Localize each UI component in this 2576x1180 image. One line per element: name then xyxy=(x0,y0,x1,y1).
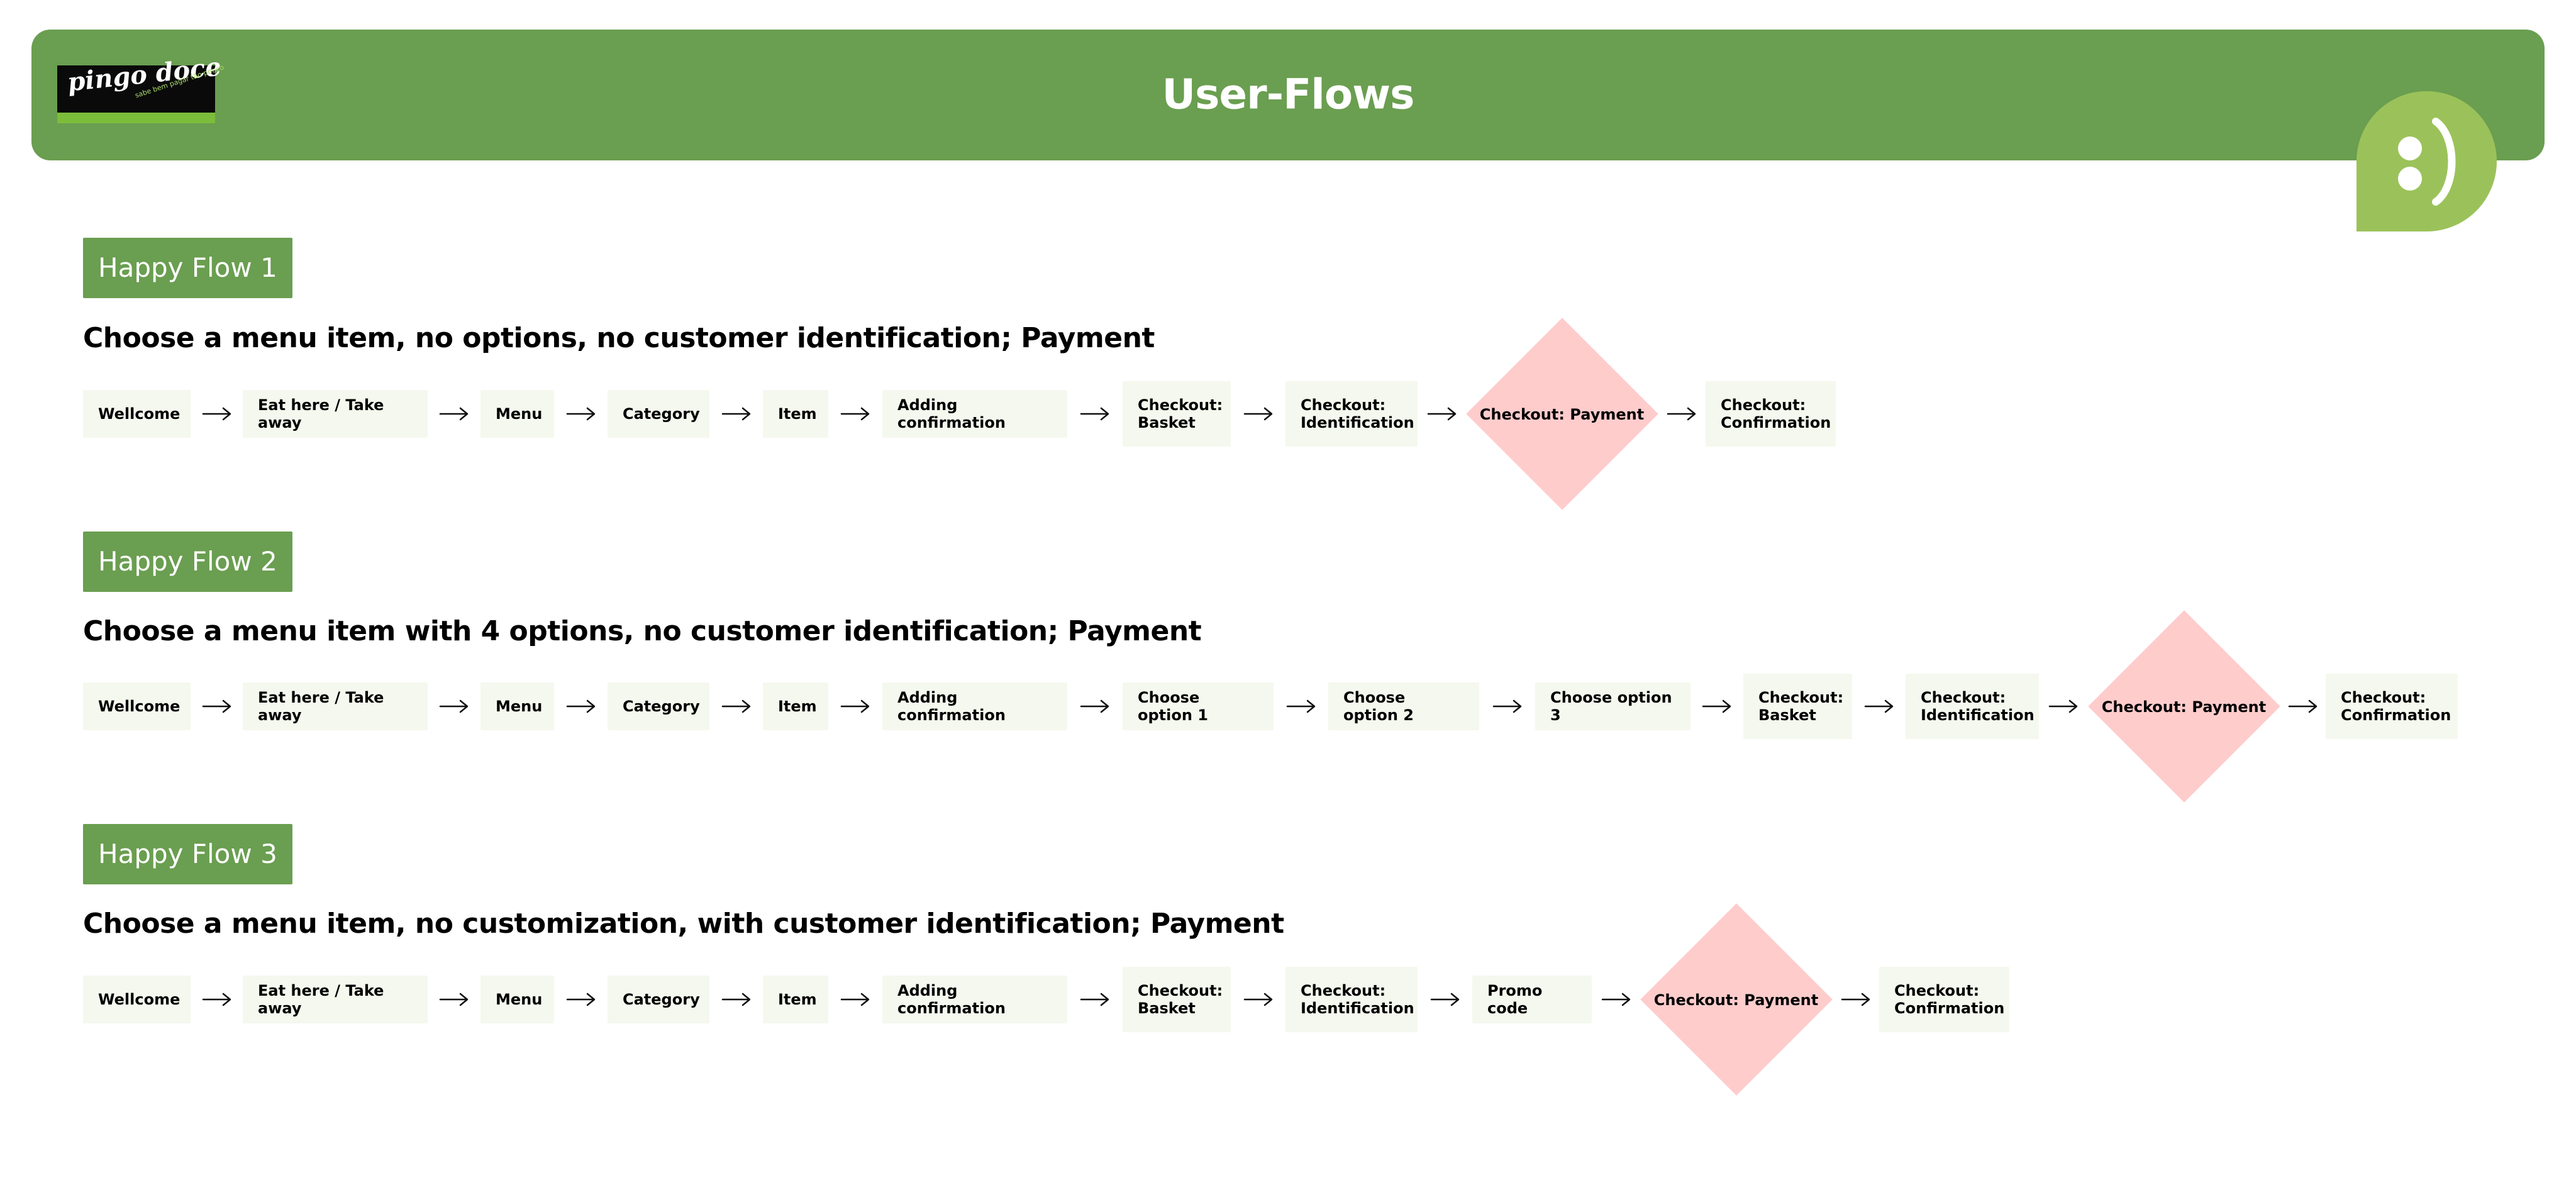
flow-step-node: Category xyxy=(608,682,709,730)
flow-arrow-icon xyxy=(840,993,870,1006)
flow-step-node: Checkout: Confirmation xyxy=(2326,674,2458,739)
logo-stripe xyxy=(57,113,215,123)
flow-arrow-icon xyxy=(1492,699,1521,713)
flow-arrow-icon xyxy=(1080,699,1109,713)
flow-step-node: Eat here / Take away xyxy=(243,682,428,730)
flow-step-node: Checkout: Identification xyxy=(1906,674,2039,739)
flow-arrow-icon xyxy=(1430,993,1459,1006)
flow-step-node: Wellcome xyxy=(83,976,191,1023)
flow-arrow-icon xyxy=(1702,699,1731,713)
decision-node-label: Checkout: Payment xyxy=(1479,405,1645,423)
flow-arrow-icon xyxy=(721,993,750,1006)
header-bar: User-Flows xyxy=(31,30,2545,160)
page-title: User-Flows xyxy=(1162,70,1415,119)
flow-arrow-icon xyxy=(439,699,469,713)
flow-step-node: Eat here / Take away xyxy=(243,390,428,438)
flow-arrow-icon xyxy=(1841,993,1870,1006)
flow-step-node: Adding confirmation xyxy=(882,390,1067,438)
decision-node-label: Checkout: Payment xyxy=(2101,698,2267,716)
flow-arrow-icon xyxy=(1667,407,1696,421)
flow-title: Choose a menu item with 4 options, no cu… xyxy=(83,615,1202,647)
decision-node-label: Checkout: Payment xyxy=(1653,991,1819,1009)
flow-step-node: Wellcome xyxy=(83,390,191,438)
flow-step-node: Adding confirmation xyxy=(882,682,1067,730)
flow-arrow-icon xyxy=(439,993,469,1006)
flow-arrow-icon xyxy=(202,407,231,421)
flow-step-node: Adding confirmation xyxy=(882,976,1067,1023)
flow-title: Choose a menu item, no customization, wi… xyxy=(83,908,1284,940)
decision-node: Checkout: Payment xyxy=(1640,903,1833,1096)
flow-step-node: Choose option 1 xyxy=(1123,682,1274,730)
flow-arrow-icon xyxy=(566,699,595,713)
flow-step-node: Checkout: Basket xyxy=(1123,967,1231,1032)
flow-step-node: Choose option 2 xyxy=(1328,682,1479,730)
pingo-doce-logo: pingo doce sabe bem pagar tão pouco xyxy=(57,52,225,123)
flow-step-node: Checkout: Confirmation xyxy=(1706,381,1836,447)
flow-arrow-icon xyxy=(2288,699,2317,713)
flow-arrow-icon xyxy=(1864,699,1893,713)
flow-step-node: Checkout: Identification xyxy=(1285,381,1418,447)
flow-arrow-icon xyxy=(840,699,870,713)
flow-step-node: Checkout: Basket xyxy=(1743,674,1852,739)
smiley-icon xyxy=(2357,91,2497,231)
flow-step-node: Promo code xyxy=(1472,976,1592,1023)
flow-tag: Happy Flow 1 xyxy=(83,238,292,298)
flow-step-node: Eat here / Take away xyxy=(243,976,428,1023)
smiley-eye-icon xyxy=(2398,136,2422,160)
flow-arrow-icon xyxy=(1080,993,1109,1006)
smiley-mouth-icon xyxy=(2432,118,2456,206)
flow-step-node: Item xyxy=(763,976,828,1023)
flow-step-node: Item xyxy=(763,390,828,438)
flow-step-node: Menu xyxy=(480,976,554,1023)
flow-tag: Happy Flow 3 xyxy=(83,824,292,884)
flow-arrow-icon xyxy=(1286,699,1315,713)
flow-step-node: Category xyxy=(608,976,709,1023)
flow-step-node: Wellcome xyxy=(83,682,191,730)
flow-arrow-icon xyxy=(202,699,231,713)
flow-arrow-icon xyxy=(566,993,595,1006)
flow-arrow-icon xyxy=(1243,407,1272,421)
flow-step-node: Checkout: Basket xyxy=(1123,381,1231,447)
flow-arrow-icon xyxy=(2048,699,2078,713)
flow-arrow-icon xyxy=(1243,993,1272,1006)
flow-step-node: Menu xyxy=(480,390,554,438)
flow-title: Choose a menu item, no options, no custo… xyxy=(83,322,1155,354)
flow-step-node: Checkout: Identification xyxy=(1285,967,1418,1032)
decision-node: Checkout: Payment xyxy=(1465,318,1658,511)
flow-step-node: Choose option 3 xyxy=(1535,682,1690,730)
flow-arrow-icon xyxy=(721,407,750,421)
decision-node: Checkout: Payment xyxy=(2087,610,2280,803)
flow-arrow-icon xyxy=(202,993,231,1006)
flow-arrow-icon xyxy=(840,407,870,421)
flow-arrow-icon xyxy=(1427,407,1457,421)
flow-step-node: Item xyxy=(763,682,828,730)
flow-arrow-icon xyxy=(1080,407,1109,421)
smiley-eye-icon xyxy=(2398,167,2422,191)
flow-arrow-icon xyxy=(566,407,595,421)
flow-arrow-icon xyxy=(439,407,469,421)
flow-arrow-icon xyxy=(721,699,750,713)
flow-step-node: Menu xyxy=(480,682,554,730)
flow-tag: Happy Flow 2 xyxy=(83,532,292,592)
flow-step-node: Checkout: Confirmation xyxy=(1879,967,2009,1032)
flow-arrow-icon xyxy=(1601,993,1630,1006)
flow-step-node: Category xyxy=(608,390,709,438)
